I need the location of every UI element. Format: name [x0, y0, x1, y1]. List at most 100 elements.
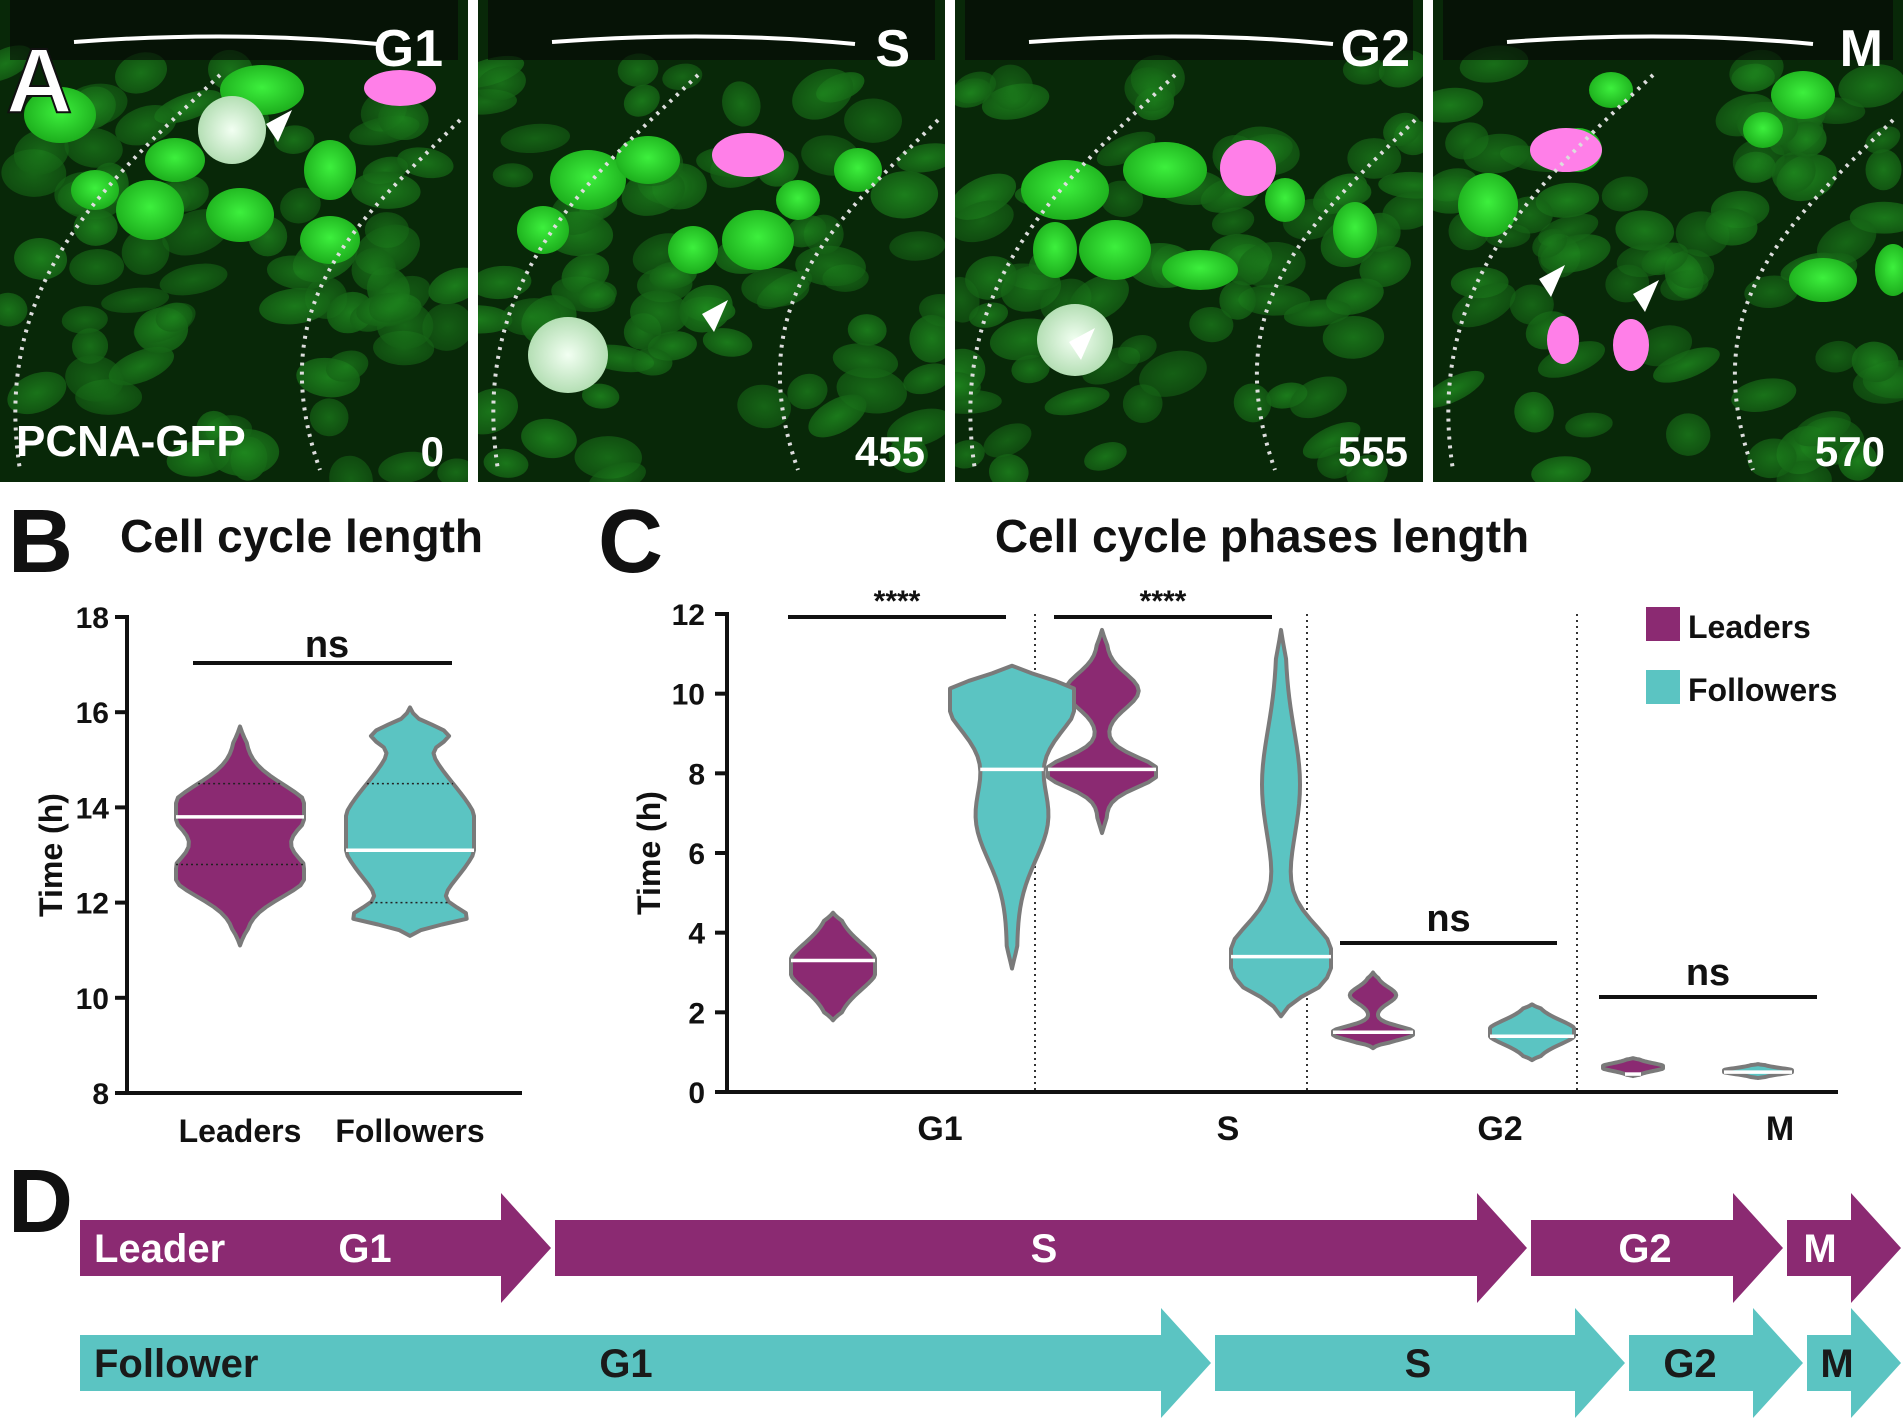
dim-nucleus: [989, 64, 1034, 110]
dim-nucleus: [492, 163, 534, 188]
dim-nucleus: [1653, 347, 1720, 383]
dim-nucleus: [61, 306, 108, 334]
dim-nucleus: [1322, 315, 1385, 359]
dim-nucleus: [155, 302, 193, 332]
dim-nucleus: [1084, 442, 1127, 471]
y-tick-label: 6: [688, 838, 705, 871]
y-tick-label: 8: [688, 758, 705, 791]
dim-nucleus: [1601, 176, 1649, 212]
dim-nucleus: [478, 66, 526, 101]
dim-nucleus: [623, 84, 660, 117]
dim-nucleus: [1382, 191, 1423, 230]
labelled-nucleus: [1530, 128, 1602, 172]
dim-nucleus: [1302, 422, 1361, 459]
phase-arrow: [1807, 1308, 1901, 1418]
dim-nucleus: [955, 78, 992, 108]
violin-body: [1488, 1002, 1576, 1063]
frame-phase-label: G1: [374, 20, 443, 78]
dim-nucleus: [662, 63, 703, 90]
panel-d-letter: D: [8, 1152, 73, 1252]
phase-arrow: [1787, 1193, 1901, 1303]
frame-top-shade: [1443, 0, 1893, 60]
dim-nucleus: [259, 288, 331, 325]
bright-nucleus: [1789, 258, 1857, 302]
violin-body: [1601, 1056, 1665, 1079]
significance-label: ns: [305, 624, 349, 666]
dim-nucleus: [1463, 133, 1530, 174]
bright-nucleus: [1033, 222, 1077, 278]
bright-nucleus: [1589, 72, 1633, 108]
chart-b-title: Cell cycle length: [120, 510, 483, 562]
labelled-nucleus: [712, 133, 784, 177]
stream-boundary-left: [13, 73, 222, 471]
significance-label: ****: [874, 585, 921, 618]
bright-nucleus: [517, 206, 569, 254]
bright-nucleus: [206, 188, 274, 242]
dim-nucleus: [1705, 208, 1758, 246]
dim-nucleus: [722, 81, 761, 127]
bright-nucleus: [616, 136, 680, 184]
dim-nucleus: [1865, 149, 1902, 191]
violin-body: [1229, 627, 1333, 1019]
violin-body: [1331, 970, 1415, 1051]
dim-nucleus: [1744, 275, 1799, 309]
dim-nucleus: [617, 53, 659, 87]
bright-nucleus: [145, 138, 205, 182]
stream-boundary-left: [491, 73, 700, 471]
tissue-surface-line: [1028, 34, 1334, 46]
violin-body: [789, 910, 877, 1023]
arrowhead-marker: [1633, 280, 1659, 312]
phase-arrow-label: G1: [599, 1342, 652, 1386]
dim-nucleus: [578, 281, 617, 309]
dim-nucleus: [1139, 350, 1207, 397]
dim-nucleus: [1237, 241, 1306, 288]
dim-nucleus: [378, 451, 436, 482]
bright-nucleus: [24, 87, 96, 143]
dim-nucleus: [121, 229, 170, 275]
dim-nucleus: [1096, 131, 1156, 167]
phase-arrow-label: G2: [1618, 1227, 1671, 1271]
dim-nucleus: [630, 290, 689, 336]
tracked-nucleus: [528, 317, 608, 393]
y-tick-label: 10: [672, 679, 705, 712]
y-tick-label: 16: [76, 697, 109, 730]
dim-nucleus: [1233, 383, 1272, 423]
y-axis-label: Time (h): [631, 791, 667, 915]
dim-nucleus: [1838, 64, 1903, 108]
frame-phase-label: M: [1840, 20, 1883, 78]
dim-nucleus: [73, 208, 118, 246]
dim-nucleus: [955, 371, 981, 400]
y-axis-label: Time (h): [33, 793, 69, 917]
frame-time-label: 455: [855, 428, 925, 475]
dim-nucleus: [1342, 55, 1385, 85]
bright-nucleus: [116, 180, 184, 240]
labelled-nucleus: [1220, 140, 1276, 196]
panel-a-microscopy: [0, 0, 1903, 482]
arrowhead-marker: [1069, 328, 1095, 360]
dim-nucleus: [273, 125, 315, 154]
dim-nucleus: [1729, 49, 1784, 92]
arrowhead-marker: [1539, 265, 1565, 297]
bright-nucleus: [1743, 112, 1783, 148]
dim-nucleus: [1378, 171, 1423, 199]
dim-nucleus: [889, 231, 945, 261]
dim-nucleus: [847, 314, 887, 346]
row-label: Leader: [94, 1227, 225, 1271]
tissue-surface-line: [1506, 34, 1814, 46]
row-label: Follower: [94, 1342, 258, 1386]
dim-nucleus: [968, 302, 1009, 328]
y-tick-label: 14: [76, 792, 110, 825]
dim-nucleus: [422, 302, 468, 351]
labelled-nucleus: [364, 70, 436, 106]
dim-nucleus: [209, 428, 280, 477]
frame-top-shade: [10, 0, 458, 60]
dim-nucleus: [1731, 378, 1797, 413]
dim-nucleus: [737, 384, 792, 429]
bright-nucleus: [1021, 160, 1109, 220]
dim-nucleus: [108, 346, 174, 386]
dim-nucleus: [1346, 454, 1388, 482]
dim-nucleus: [378, 98, 429, 141]
dim-nucleus: [787, 373, 828, 410]
